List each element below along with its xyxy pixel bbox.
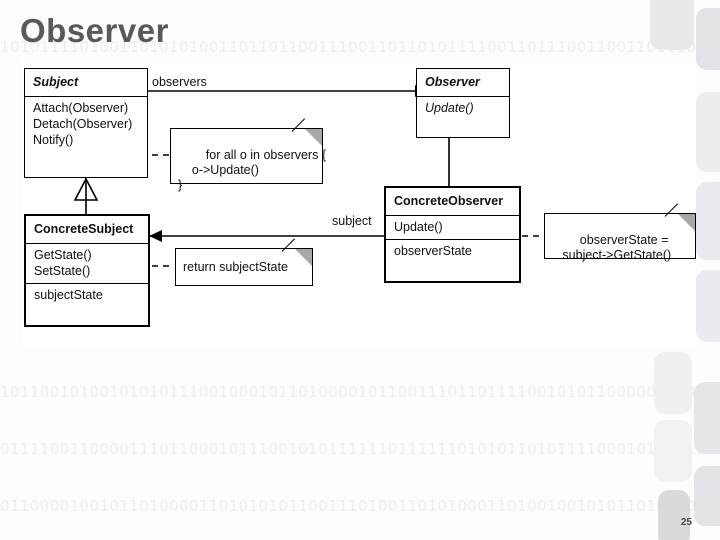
deco-shape: [654, 352, 692, 414]
attribute: observerState: [394, 244, 472, 258]
operation: SetState(): [34, 264, 91, 278]
association-label-observers: observers: [152, 75, 207, 89]
note-text: for all o in observers { o->Update() }: [178, 148, 326, 192]
operation: Detach(Observer): [33, 117, 133, 131]
class-attributes: observerState: [386, 239, 519, 263]
note-text: observerState = subject->GetState(): [562, 233, 672, 262]
deco-shape: [694, 466, 720, 526]
page-title: Observer: [20, 12, 169, 49]
class-operations: Update(): [386, 215, 519, 239]
note-text: return subjectState: [183, 259, 288, 274]
class-name: ConcreteObserver: [394, 194, 504, 208]
association-label-subject: subject: [332, 214, 372, 228]
binary-line: 0111100110000111011000101110010101111110…: [0, 440, 716, 458]
binary-line: 1011001010010101011100100010110100001011…: [0, 383, 716, 401]
operation: Notify(): [33, 133, 74, 147]
operation: GetState(): [34, 248, 92, 262]
uml-class-subject[interactable]: Subject Attach(Observer) Detach(Observer…: [24, 68, 148, 178]
note-fold-icon: [678, 214, 695, 231]
background-binary-top: 1010111101001101010100110110110011100110…: [0, 0, 720, 56]
uml-class-diagram: Subject Attach(Observer) Detach(Observer…: [22, 58, 696, 346]
class-operations: Attach(Observer) Detach(Observer) Notify…: [25, 96, 147, 152]
class-name: ConcreteSubject: [34, 222, 134, 236]
class-operations: Update(): [417, 96, 509, 120]
operation: Update(): [425, 101, 474, 115]
deco-shape: [696, 92, 720, 172]
decorative-sidebar: [620, 0, 720, 540]
slide-number: 25: [680, 517, 692, 528]
deco-shape: [654, 420, 692, 482]
note-update-body[interactable]: observerState = subject->GetState(): [544, 203, 696, 262]
class-name: Observer: [425, 75, 480, 89]
deco-shape: [696, 8, 720, 70]
uml-class-observer[interactable]: Observer Update(): [416, 68, 510, 138]
deco-shape: [696, 182, 720, 260]
content-panel: Subject Attach(Observer) Detach(Observer…: [22, 58, 696, 346]
class-operations: GetState() SetState(): [26, 243, 148, 283]
attribute: subjectState: [34, 288, 103, 302]
binary-line: 0110000100101101000011010101011001110100…: [0, 497, 716, 515]
class-attributes: subjectState: [26, 283, 148, 307]
note-fold-icon: [305, 129, 322, 146]
deco-shape: [650, 0, 694, 50]
background-binary-bottom: 1011001010010101011100100010110100001011…: [0, 345, 720, 540]
deco-shape: [658, 490, 690, 540]
class-name: Subject: [33, 75, 79, 89]
note-fold-icon: [295, 249, 312, 266]
note-notify-body[interactable]: for all o in observers { o->Update() }: [170, 118, 326, 192]
deco-shape: [696, 270, 720, 342]
note-getstate-body[interactable]: return subjectState: [175, 238, 313, 286]
operation: Update(): [394, 220, 443, 234]
operation: Attach(Observer): [33, 101, 129, 115]
binary-line: 1010111101001101010100110110110011100110…: [0, 38, 697, 56]
uml-class-concreteobserver[interactable]: ConcreteObserver Update() observerState: [384, 186, 521, 283]
uml-class-concretesubject[interactable]: ConcreteSubject GetState() SetState() su…: [24, 214, 150, 327]
deco-shape: [694, 382, 720, 454]
